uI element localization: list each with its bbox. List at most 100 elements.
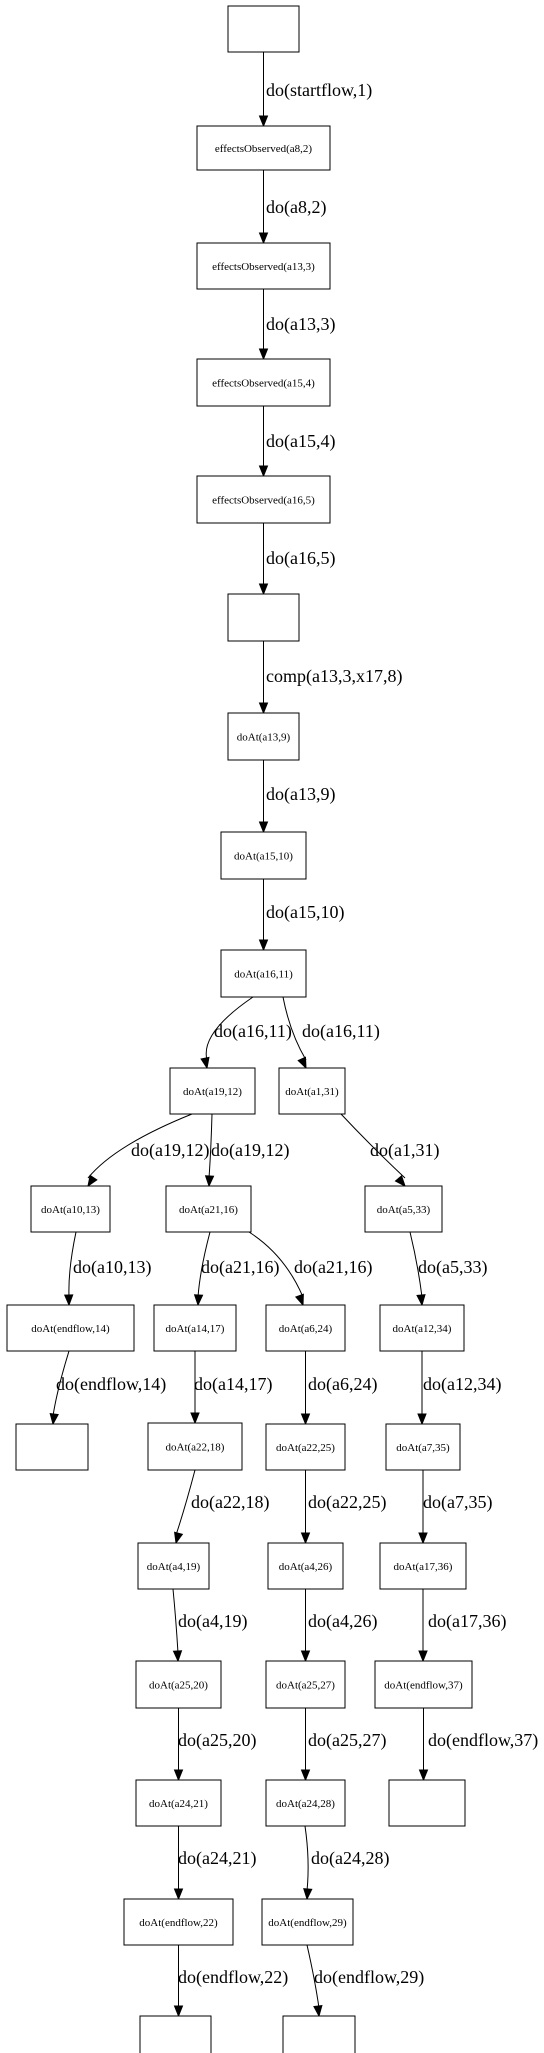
node-n31: doAt(endflow,22) (123, 1898, 234, 1946)
node-label: doAt(a25,20) (149, 1680, 208, 1692)
arrowhead (258, 232, 269, 245)
arrowhead (63, 1294, 74, 1307)
edge-label: do(a15,10) (266, 902, 344, 923)
edge-label: do(startflow,1) (266, 80, 372, 101)
edge-line (304, 1825, 309, 1892)
arrowhead (258, 939, 269, 952)
arrowhead (394, 1174, 406, 1188)
node-n11: doAt(a10,13) (30, 1185, 111, 1233)
edge-label: do(a13,3) (266, 314, 335, 335)
node-label: doAt(a13,9) (237, 732, 291, 744)
node-label: doAt(a15,10) (234, 851, 293, 863)
edge-label: do(a8,2) (266, 197, 326, 218)
edge-label: do(a22,18) (191, 1492, 269, 1513)
edge-line (68, 1231, 77, 1298)
node-n7: doAt(a15,10) (220, 831, 307, 880)
edge-label: do(a16,5) (266, 548, 335, 569)
edge-e25: do(a4,19) (172, 1588, 247, 1663)
edge-e22: do(a22,18) (174, 1469, 269, 1545)
arrowhead (174, 1531, 184, 1545)
node-box (147, 1422, 243, 1471)
node-label: doAt(a10,13) (41, 1204, 100, 1216)
nodes-layer: effectsObserved(a8,2)effectsObserved(a13… (6, 5, 473, 2053)
arrowhead (258, 465, 269, 478)
edge-line (205, 996, 254, 1061)
arrowhead (87, 1174, 98, 1188)
edge-label: do(a15,4) (266, 431, 335, 452)
node-box (220, 831, 307, 880)
node-box (169, 1067, 256, 1115)
node-label: doAt(a6,24) (279, 1323, 333, 1335)
edge-e29: do(a25,27) (300, 1708, 386, 1782)
node-label: doAt(a14,17) (166, 1323, 225, 1335)
node-n17: doAt(a12,34) (379, 1304, 465, 1352)
arrowhead (258, 821, 269, 834)
node-box (135, 1660, 222, 1709)
node-box (6, 1304, 135, 1352)
node-box (379, 1542, 467, 1590)
edge-e27: do(a17,36) (418, 1589, 506, 1663)
edge-e30: do(endflow,37) (418, 1708, 538, 1782)
edge-e24: do(a7,35) (418, 1470, 492, 1545)
node-n16: doAt(a6,24) (265, 1304, 346, 1352)
node-label: doAt(a25,27) (276, 1680, 335, 1692)
node-box (227, 593, 300, 642)
edge-line (282, 996, 307, 1061)
arrowhead (193, 1294, 204, 1307)
node-label: doAt(a4,19) (147, 1561, 201, 1573)
edge-e14: do(a10,13) (63, 1231, 151, 1307)
node-n25: doAt(a25,20) (135, 1660, 222, 1709)
edge-line (175, 1469, 196, 1536)
edge-e4: do(a15,4) (258, 406, 335, 478)
node-n12: doAt(a21,16) (165, 1185, 252, 1233)
node-n33 (139, 2015, 212, 2053)
arrowhead (49, 1413, 59, 1426)
edge-label: do(a7,35) (423, 1492, 492, 1513)
edge-e19: do(a14,17) (190, 1351, 272, 1425)
edge-label: do(endflow,22) (178, 1967, 288, 1988)
edge-label: do(a21,16) (201, 1257, 279, 1278)
node-label: doAt(a5,33) (377, 1204, 431, 1216)
node-n21: doAt(a7,35) (385, 1423, 461, 1471)
node-label: doAt(a24,21) (149, 1798, 208, 1810)
node-n4: effectsObserved(a16,5) (196, 475, 331, 524)
node-n22: doAt(a4,19) (137, 1542, 210, 1590)
arrowhead (294, 1293, 304, 1307)
arrowhead (300, 1413, 311, 1426)
edge-e12: do(a19,12) (204, 1113, 289, 1188)
node-n9: doAt(a19,12) (169, 1067, 256, 1115)
edge-label: do(a4,19) (178, 1611, 247, 1632)
arrowhead (416, 1294, 426, 1307)
arrowhead (303, 1888, 313, 1901)
edges-layer: do(startflow,1) do(a8,2) do(a13,3) do(a15,4… (49, 52, 538, 2018)
edge-e31: do(a24,21) (173, 1826, 256, 1901)
node-label: doAt(a19,12) (183, 1086, 242, 1098)
node-label: effectsObserved(a13,3) (212, 261, 315, 273)
node-box (15, 1423, 89, 1471)
arrowhead (418, 1532, 428, 1545)
edge-label: do(a12,34) (423, 1374, 501, 1395)
node-label: doAt(endflow,14) (31, 1323, 110, 1335)
node-box (282, 2015, 356, 2053)
edge-e32: do(a24,28) (303, 1825, 389, 1901)
node-n13: doAt(a5,33) (364, 1185, 443, 1233)
arrowhead (200, 1056, 210, 1070)
arrowhead (417, 1413, 427, 1426)
edge-e15: do(a21,16) (193, 1231, 279, 1307)
edge-e10: do(a16,11) (282, 996, 380, 1070)
node-label: effectsObserved(a15,4) (212, 378, 315, 390)
node-n24: doAt(a17,36) (379, 1542, 467, 1590)
node-n32: doAt(endflow,29) (261, 1898, 354, 1946)
node-box (374, 1660, 473, 1709)
edge-label: comp(a13,3,x17,8) (266, 666, 402, 687)
node-n34 (282, 2015, 356, 2053)
edge-line (87, 1113, 193, 1179)
edge-label: do(a25,27) (308, 1730, 386, 1751)
node-n3: effectsObserved(a15,4) (196, 358, 331, 407)
arrowhead (300, 1650, 311, 1663)
node-box (265, 1304, 346, 1352)
node-n27: doAt(endflow,37) (374, 1660, 473, 1709)
node-box (261, 1898, 354, 1946)
node-box (227, 712, 300, 761)
